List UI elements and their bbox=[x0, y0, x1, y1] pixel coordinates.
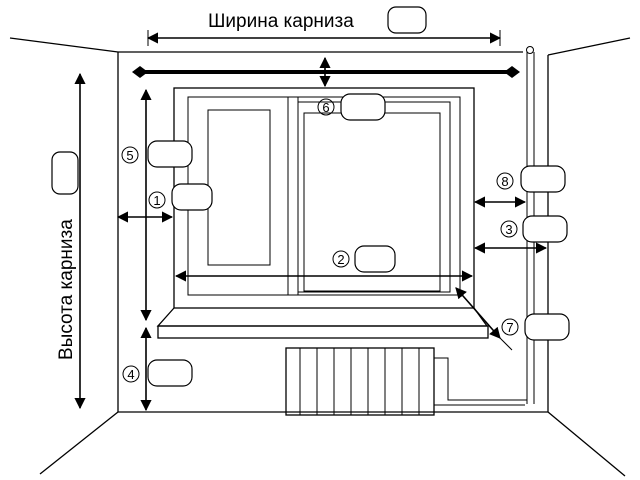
marker-2 bbox=[332, 250, 350, 268]
input-2[interactable] bbox=[354, 245, 396, 273]
marker-6 bbox=[317, 98, 335, 116]
rod-width-input[interactable] bbox=[387, 6, 427, 34]
marker-4 bbox=[122, 365, 140, 383]
room-outline bbox=[9, 37, 631, 477]
window bbox=[173, 87, 475, 309]
radiator bbox=[285, 347, 527, 416]
curtain-rod bbox=[132, 66, 520, 78]
marker-5 bbox=[121, 146, 139, 164]
marker-7-label: 7 bbox=[506, 320, 513, 335]
marker-3 bbox=[500, 220, 518, 238]
marker-1-label: 1 bbox=[153, 193, 160, 208]
input-6[interactable] bbox=[340, 93, 386, 121]
marker-7 bbox=[501, 318, 519, 336]
input-7[interactable] bbox=[524, 313, 570, 341]
marker-6-label: 6 bbox=[322, 100, 329, 115]
sill-depth-arrow bbox=[455, 287, 501, 339]
input-8[interactable] bbox=[520, 165, 566, 193]
marker-4-label: 4 bbox=[127, 367, 134, 382]
rod-width-label: Ширина карниза bbox=[208, 11, 354, 32]
marker-2-label: 2 bbox=[337, 252, 344, 267]
rod-height-input[interactable] bbox=[51, 151, 79, 195]
window-sill bbox=[156, 307, 489, 339]
marker-8-label: 8 bbox=[501, 174, 508, 189]
marker-3-label: 3 bbox=[505, 222, 512, 237]
input-5[interactable] bbox=[147, 140, 193, 168]
marker-1 bbox=[148, 191, 166, 209]
input-3[interactable] bbox=[522, 215, 568, 243]
input-1[interactable] bbox=[171, 183, 213, 211]
marker-8 bbox=[496, 172, 514, 190]
marker-5-label: 5 bbox=[126, 148, 133, 163]
rod-width-dimension bbox=[146, 30, 502, 46]
rod-height-label: Высота карниза bbox=[56, 219, 77, 360]
input-4[interactable] bbox=[147, 359, 193, 387]
